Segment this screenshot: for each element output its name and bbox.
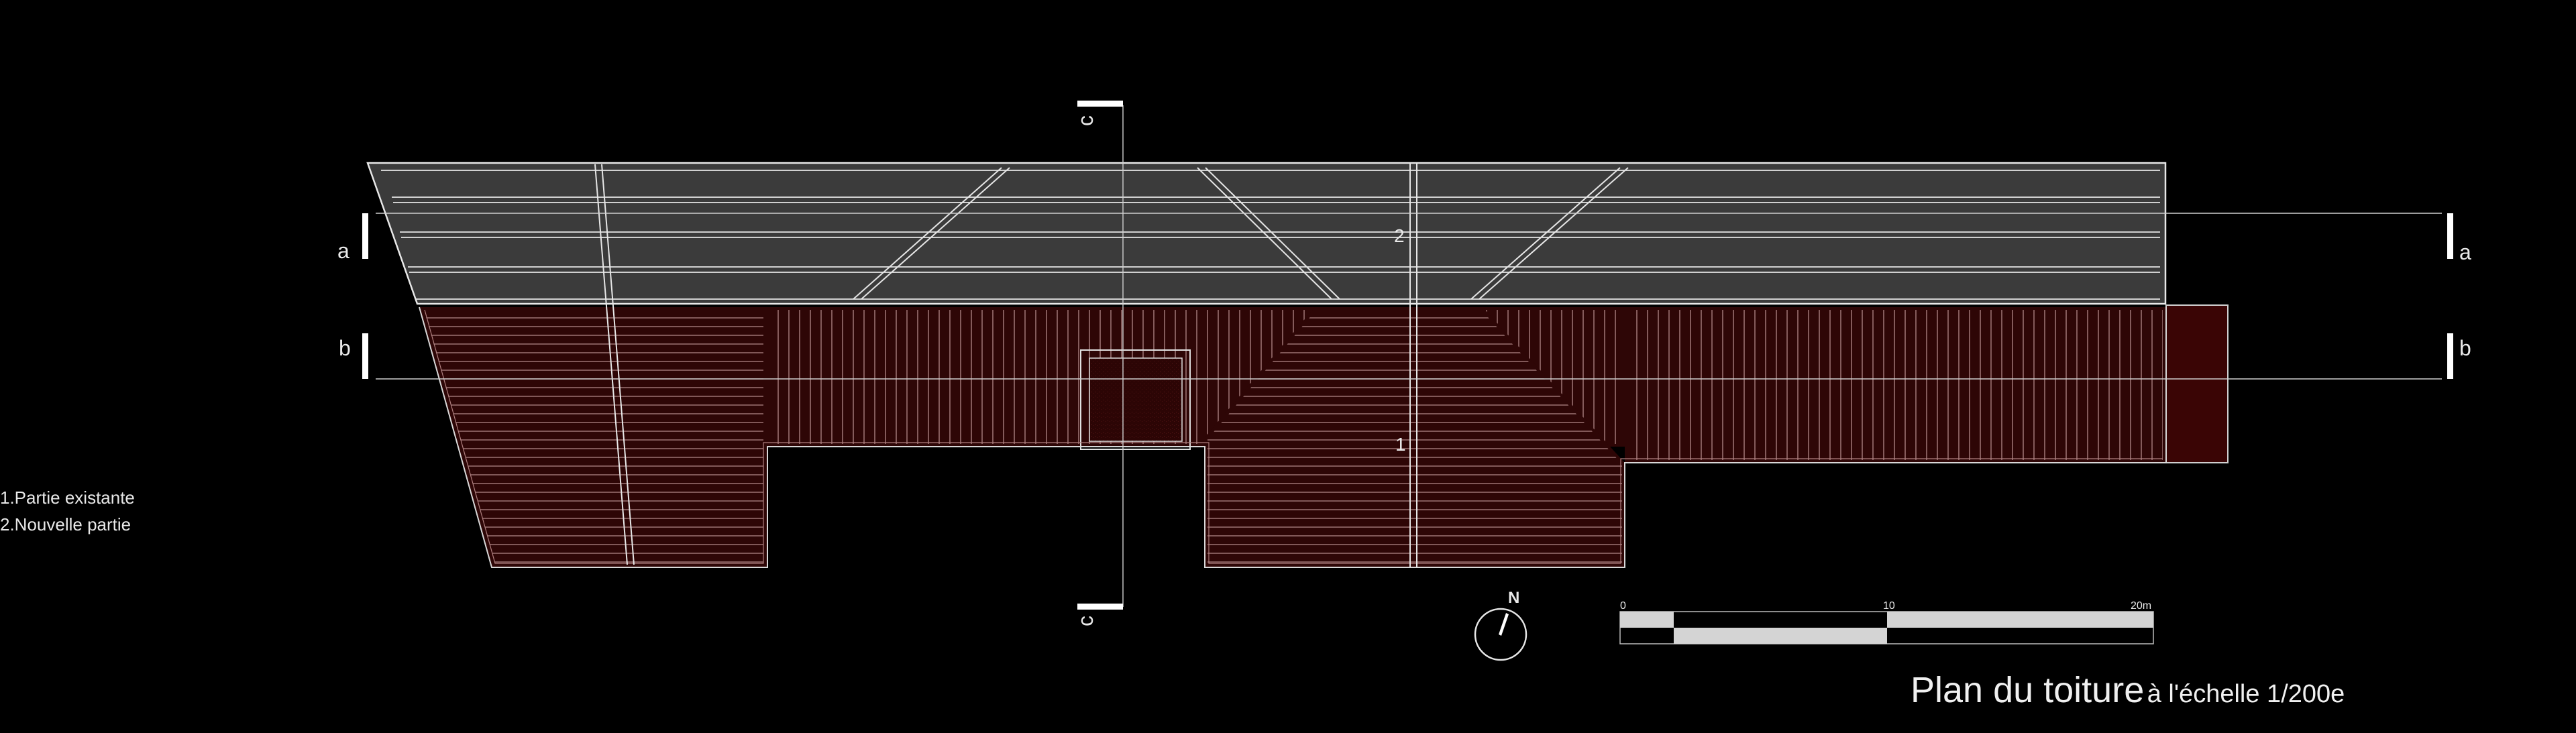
section-a-left-label: a — [337, 239, 350, 263]
scale-bar-segment-2 — [1674, 628, 1887, 644]
existing-roof-outline-inner — [424, 309, 2163, 564]
section-b-right-bar — [2447, 333, 2453, 379]
section-c-top-label: c — [1073, 115, 1097, 126]
section-a-right-label: a — [2459, 240, 2471, 264]
scale-bar: 0 10 20m — [1619, 600, 2154, 644]
scale-bar-label-10: 10 — [1883, 600, 1895, 612]
drawing-title-main: Plan du toiture — [1911, 670, 2145, 710]
north-arrow-label: N — [1508, 589, 1519, 607]
zone-label-new: 2 — [1394, 225, 1405, 246]
north-arrow-circle — [1474, 608, 1527, 661]
north-arrow-needle — [1499, 613, 1509, 636]
drawing-title: Plan du toiture à l'échelle 1/200e — [1911, 669, 2345, 711]
scale-bar-segment-3 — [1887, 612, 2153, 628]
structural-axes — [594, 163, 1417, 567]
skylight-square — [1080, 349, 1191, 450]
section-a-right-bar — [2447, 213, 2453, 259]
section-marker-bars — [362, 101, 2453, 610]
scale-bar-segment-1 — [1620, 612, 1674, 628]
legend: 1.Partie existante 2.Nouvelle partie — [0, 484, 135, 538]
existing-roof-zone — [419, 304, 2229, 568]
new-roof-slab — [366, 162, 2167, 305]
section-b-right-label: b — [2459, 336, 2471, 360]
section-c-bottom-bar — [1077, 604, 1123, 610]
new-roof-diagonal-ribs — [853, 167, 1629, 300]
section-b-left-label: b — [339, 336, 351, 360]
existing-roof-left-wing-hatch — [424, 310, 763, 563]
existing-roof-right-band-hatch — [1627, 310, 2163, 460]
section-a-left-bar — [362, 213, 368, 259]
existing-roof-central-block-hatch — [1208, 310, 1622, 565]
existing-roof-end-block — [2165, 304, 2229, 463]
scale-bar-label-20: 20m — [2131, 600, 2151, 612]
section-c-top-bar — [1077, 101, 1123, 107]
legend-item-new: 2.Nouvelle partie — [0, 514, 131, 534]
zone-label-existing: 1 — [1395, 434, 1406, 455]
section-lines — [376, 105, 2442, 607]
new-roof-zone — [366, 162, 2167, 305]
section-c-bottom-label: c — [1073, 616, 1097, 626]
legend-item-existing: 1.Partie existante — [0, 488, 135, 508]
existing-roof-outline — [419, 306, 2167, 568]
drawing-title-scale: à l'échelle 1/200e — [2147, 680, 2345, 708]
new-roof-bands — [381, 170, 2160, 300]
skylight-square-fill — [1089, 357, 1183, 442]
section-b-left-bar — [362, 333, 368, 379]
scale-bar-label-0: 0 — [1620, 600, 1626, 612]
north-arrow: N — [1474, 589, 1527, 661]
